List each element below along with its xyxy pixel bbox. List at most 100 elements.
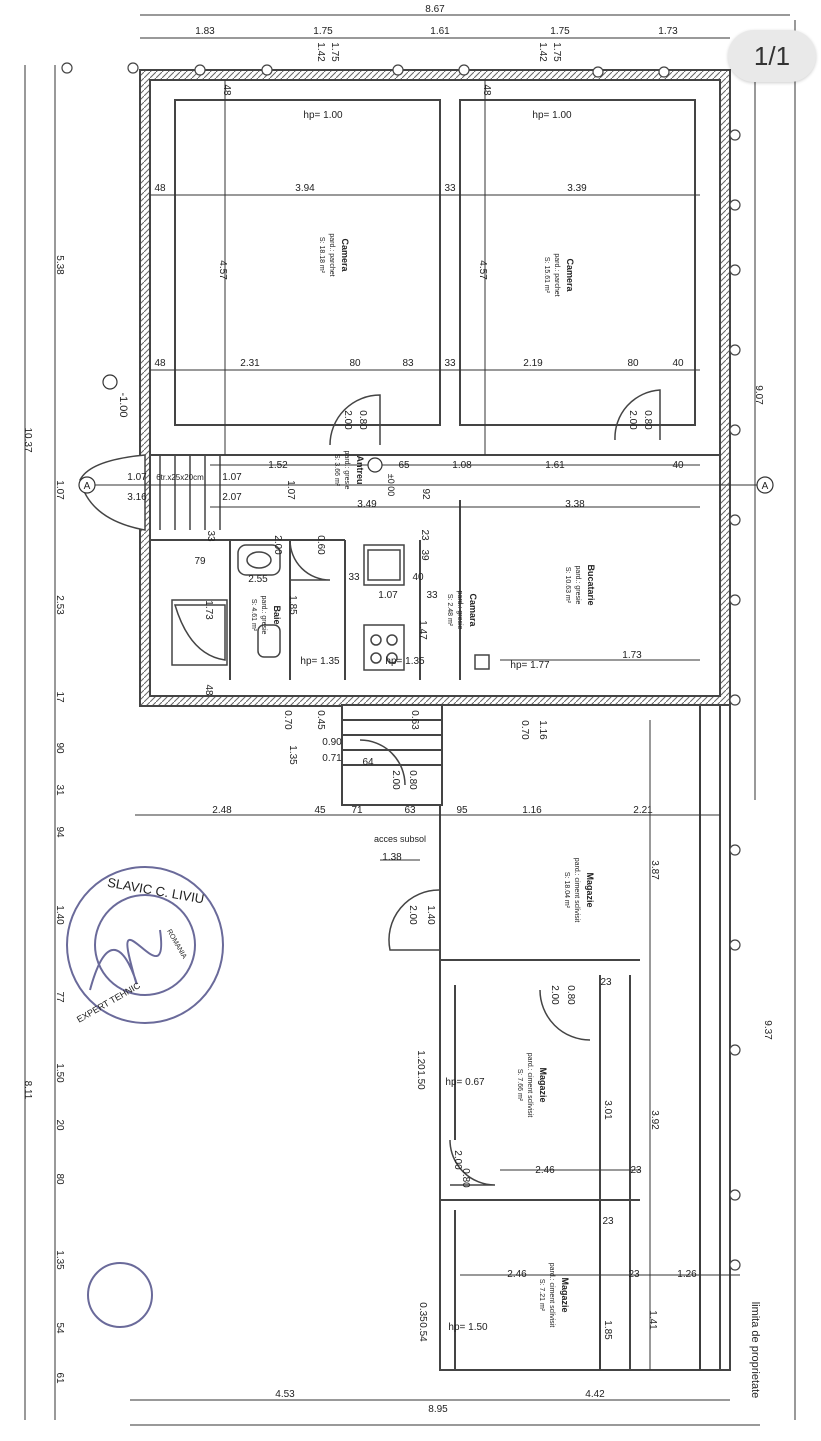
dimension-label: 40 — [672, 358, 684, 369]
room-floor: pard.: gresie — [343, 451, 350, 490]
round-seal — [87, 1262, 153, 1328]
dimension-label: 90 — [54, 742, 65, 754]
dimension-label: 2.00 — [549, 985, 560, 1005]
axis-a-right: A — [762, 481, 769, 492]
dimension-label: 0.80 — [565, 985, 576, 1005]
room-height: hp= 1.35 — [385, 656, 425, 667]
dimension-label: 48 — [203, 684, 214, 696]
dimension-label: 1.47 — [417, 620, 428, 640]
dimension-label: 0.63 — [409, 710, 420, 730]
dimension-label: 33 — [205, 530, 216, 542]
dimension-label: 80 — [54, 1173, 65, 1185]
dimension-label: 10.37 — [22, 427, 33, 452]
dimension-label: 1.20 — [415, 1050, 426, 1070]
dimension-label: 1.75 — [551, 42, 562, 62]
basement-access-label: acces subsol — [374, 834, 426, 844]
door-swings — [289, 389, 661, 1186]
dimension-label: 1.41 — [647, 1310, 658, 1330]
page-indicator: 1/1 — [728, 30, 816, 82]
room-name: Magazie — [560, 1277, 570, 1312]
dimension-label: 1.40 — [425, 905, 436, 925]
room-area: S: 18.18 m² — [318, 237, 325, 274]
dimension-label: 0.80 — [407, 770, 418, 790]
dimension-label: 1.52 — [268, 460, 288, 471]
dimension-label: 1.07 — [127, 472, 147, 483]
dimension-label: 23 — [419, 529, 430, 541]
dimension-label: 1.75 — [550, 26, 570, 37]
dimension-label: 80 — [349, 358, 361, 369]
room-height: hp= 1.50 — [448, 1322, 488, 1333]
dimension-label: 3.87 — [649, 860, 660, 880]
stamp-country: ROMANIA — [165, 928, 188, 960]
dimension-label: 20 — [54, 1119, 65, 1131]
property-limit-label: limita de proprietate — [749, 1302, 761, 1399]
dimension-label: 64 — [362, 757, 374, 768]
dimension-label: 1.61 — [430, 26, 450, 37]
dimension-label: 2.00 — [627, 410, 638, 430]
dimension-label: 2.19 — [523, 358, 543, 369]
dimension-label: 0.80 — [460, 1168, 471, 1188]
dimension-label: 2.55 — [248, 574, 268, 585]
room-area: S: 7.21 m² — [538, 1279, 545, 1312]
dimension-label: 1.42 — [537, 42, 548, 62]
dimension-label: 23 — [600, 977, 612, 988]
dimension-label: 48 — [221, 84, 232, 96]
level-marker: -1.00 — [117, 392, 129, 417]
dimension-label: 3.94 — [295, 183, 315, 194]
dimension-label: 94 — [54, 826, 65, 838]
level-zero: ±0.00 — [386, 474, 396, 496]
dimension-label: 1.16 — [522, 805, 542, 816]
dimension-label: 54 — [54, 1322, 65, 1334]
dimension-label: 4.57 — [217, 260, 228, 280]
dimension-label: 83 — [402, 358, 414, 369]
dimension-label: 2.07 — [222, 492, 242, 503]
room-floor: pard.: ciment sclivisit — [548, 1263, 555, 1328]
dimension-label: 1.07 — [222, 472, 242, 483]
dimension-label: 61 — [54, 1372, 65, 1384]
dimension-label: 33 — [444, 183, 456, 194]
dimension-label: 1.73 — [203, 600, 214, 620]
dimension-label: 5.38 — [54, 255, 65, 275]
dimension-label: 2.00 — [272, 535, 283, 555]
axis-a-left: A — [84, 481, 91, 492]
dimension-label: 0.70 — [282, 710, 293, 730]
dimension-label: 3.39 — [567, 183, 587, 194]
dimension-label: 0.45 — [315, 710, 326, 730]
room-floor: pard.: gresie — [456, 591, 463, 630]
dimension-label: 8.95 — [428, 1404, 448, 1415]
dimension-label: 1.73 — [658, 26, 678, 37]
dimension-label: 2.48 — [212, 805, 232, 816]
room-name: Camera — [340, 238, 350, 272]
dimension-label: 3.49 — [357, 499, 377, 510]
dimension-label: 23 — [602, 1216, 614, 1227]
dimension-label: 0.54 — [417, 1322, 428, 1342]
dimension-label: 0.80 — [357, 410, 368, 430]
room-name: Camera — [565, 258, 575, 292]
room-height: hp= 1.35 — [300, 656, 340, 667]
dimension-label: 1.75 — [329, 42, 340, 62]
dimension-label: 1.75 — [313, 26, 333, 37]
room-floor: pard.: parchet — [553, 253, 560, 296]
engineer-stamp — [66, 866, 224, 1024]
dimension-label: 1.26 — [677, 1269, 697, 1280]
dimension-label: 2.00 — [452, 1150, 463, 1170]
dimension-label: 0.60 — [315, 535, 326, 555]
dimension-label: 1.50 — [415, 1070, 426, 1090]
dimension-label: 77 — [54, 991, 65, 1003]
stairs-label: 6tr.x25x20cm — [156, 473, 204, 482]
dimension-label: 3.16 — [127, 492, 147, 503]
room-height: hp= 1.77 — [510, 660, 550, 671]
dimension-label: 71 — [351, 805, 363, 816]
room-area: S: 10.63 m² — [564, 567, 571, 604]
dimension-label: 3.38 — [565, 499, 585, 510]
dimension-label: 2.21 — [633, 805, 653, 816]
dimension-label: 2.31 — [240, 358, 260, 369]
dimension-label: 92 — [420, 488, 431, 500]
dimension-label: 31 — [54, 784, 65, 796]
dimension-label: 2.00 — [407, 905, 418, 925]
dimension-label: 48 — [154, 183, 166, 194]
room-area: S: 3.66 m² — [333, 454, 340, 487]
room-floor: pard.: ciment sclivisit — [526, 1053, 533, 1118]
dimension-label: 33 — [348, 572, 360, 583]
